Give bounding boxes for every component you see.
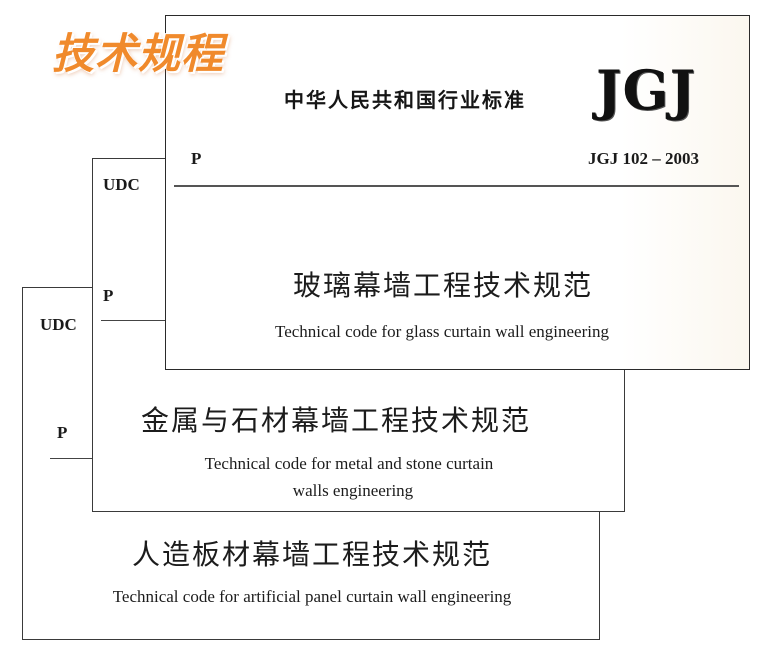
issuer-heading: 中华人民共和国行业标准 (284, 88, 526, 112)
badge-title: 技术规程 (52, 29, 225, 78)
back-category: P (57, 423, 68, 442)
middle-category: P (103, 286, 114, 305)
front-title-zh: 玻璃幕墙工程技术规范 (292, 269, 593, 302)
front-divider (174, 185, 739, 187)
middle-udc-label: UDC (103, 175, 140, 194)
front-title-en: Technical code for glass curtain wall en… (275, 322, 609, 341)
front-cover: 中华人民共和国行业标准 JGJ P JGJ 102 – 2003 玻璃幕墙工程技… (165, 15, 750, 370)
front-category: P (191, 149, 202, 168)
middle-title-en-line2: walls engineering (292, 481, 414, 500)
back-title-en: Technical code for artificial panel curt… (112, 587, 512, 606)
middle-title-zh: 金属与石材幕墙工程技术规范 (140, 404, 531, 437)
back-udc-label: UDC (40, 315, 77, 334)
middle-title-en-line1: Technical code for metal and stone curta… (204, 454, 494, 473)
jgj-logo: JGJ (596, 58, 697, 122)
back-title-zh: 人造板材幕墙工程技术规范 (131, 538, 492, 571)
standard-code: JGJ 102 – 2003 (588, 149, 699, 168)
